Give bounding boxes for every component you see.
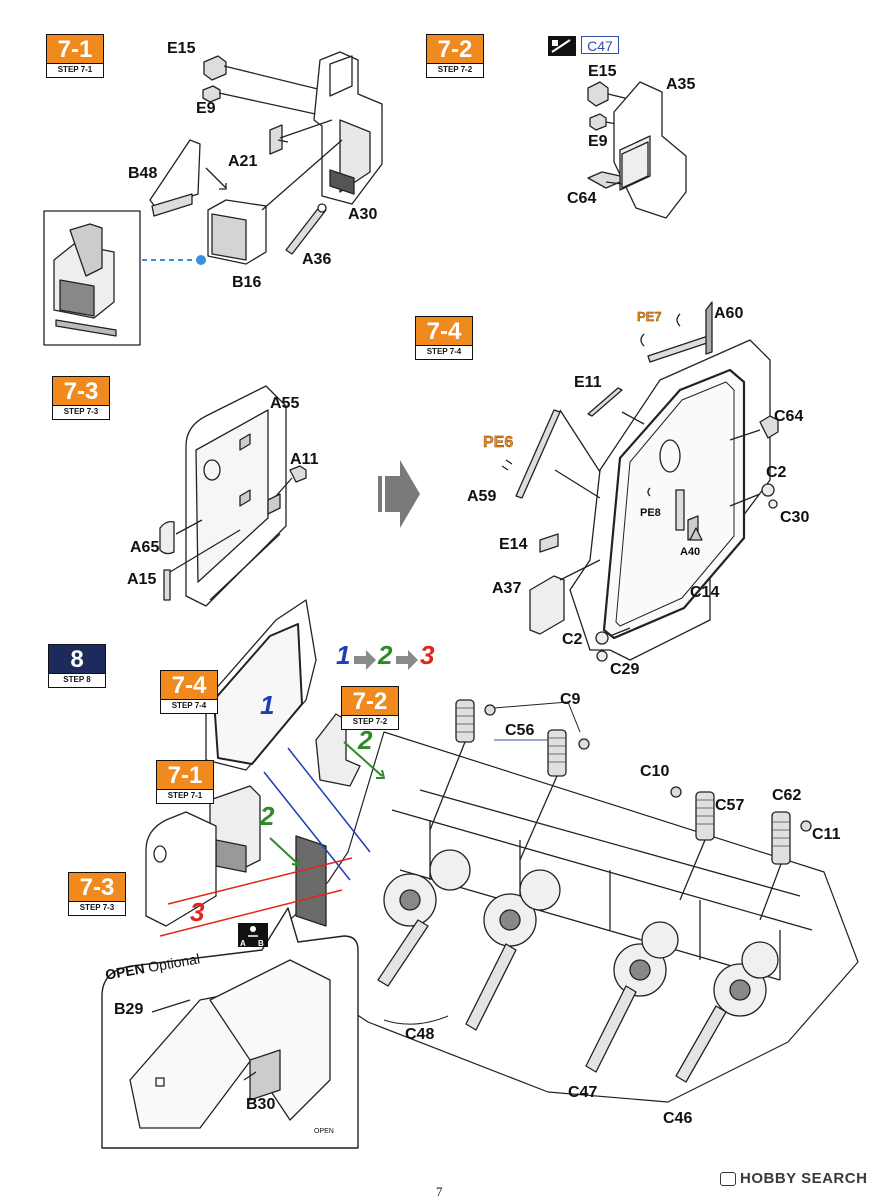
part-label-e9: E9 [588,133,608,150]
step-sublabel: STEP 7-1 [46,64,104,78]
part-label-e15: E15 [588,63,617,80]
part-label-b48: B48 [128,165,158,182]
sequence-2: 2 [378,640,393,670]
watermark: HOBBY SEARCH [720,1170,867,1187]
step-7-3-badge: 7-3 STEP 7-3 [52,376,110,420]
open-small-tag: OPEN [314,1128,334,1135]
part-label-a15: A15 [127,571,157,588]
part-label-e14: E14 [499,536,528,553]
ref-7-1-badge: 7-1 STEP 7-1 [156,760,214,804]
part-label-a11: A11 [290,451,319,468]
part-label-c14: C14 [690,584,720,601]
part-label-c48: C48 [405,1026,435,1043]
step-sublabel: STEP 7-4 [415,346,473,360]
ref-7-3-badge: 7-3 STEP 7-3 [68,872,126,916]
step-7-4-badge: 7-4 STEP 7-4 [415,316,473,360]
step-number: 7-4 [415,316,473,346]
sequence-1-marker: 1 [260,690,275,720]
part-label-c30: C30 [780,509,810,526]
step-8-drawing [145,599,859,1103]
part-label-c2: C2 [766,464,787,481]
part-label-e9: E9 [196,100,216,117]
flow-arrow [374,460,420,528]
part-label-c47: C47 [568,1084,598,1101]
sequence-2-marker: 2 [358,725,373,755]
part-label-e15: E15 [167,40,196,57]
figure-ab-icon [238,923,268,947]
part-label-c56: C56 [505,722,535,739]
page-number: 7 [436,1184,443,1199]
sequence-3-marker: 3 [190,897,205,927]
step-sublabel: STEP 7-3 [52,406,110,420]
ref-7-2-badge: 7-2 STEP 7-2 [341,686,399,730]
step-number: 7-3 [52,376,110,406]
part-label-c9: C9 [560,691,581,708]
part-label-a37: A37 [492,580,522,597]
step-sublabel: STEP 7-3 [68,902,126,916]
step-number: 7-2 [426,34,484,64]
ref-7-4-badge: 7-4 STEP 7-4 [160,670,218,714]
step-sublabel: STEP 7-1 [156,790,214,804]
part-label-pe7: PE7 [637,309,662,324]
sequence-3: 3 [420,640,435,670]
part-label-a59: A59 [467,488,497,505]
step-7-2-drawing [587,81,687,219]
step-number: 8 [48,644,106,674]
part-label-pe6: PE6 [483,434,514,451]
step-7-1-drawing [43,51,383,346]
hobby-search-logo-icon [720,1171,736,1186]
step-number: 7-1 [156,760,214,790]
photo-etch-icon [548,36,576,56]
part-label-e11: E11 [574,374,602,391]
part-label-b29: B29 [114,1001,144,1018]
part-label-c11: C11 [812,826,841,843]
part-label-c64: C64 [567,190,597,207]
part-label-b30: B30 [246,1096,276,1113]
step-number: 7-4 [160,670,218,700]
part-label-a55: A55 [270,395,300,412]
sequence-2-marker: 2 [260,801,275,831]
part-label-pe8: PE8 [640,507,661,519]
c47-callout: C47 [581,36,619,54]
ab-icon-b: B [258,939,264,948]
step-8-badge: 8 STEP 8 [48,644,106,688]
part-label-c64: C64 [774,408,804,425]
part-label-a21: A21 [228,153,258,170]
step-number: 7-3 [68,872,126,902]
step-7-3-drawing [159,385,307,607]
part-label-a36: A36 [302,251,332,268]
part-label-c2: C2 [562,631,583,648]
watermark-text: HOBBY SEARCH [740,1170,868,1187]
open-optional-drawing [101,907,359,1149]
step-7-1-badge: 7-1 STEP 7-1 [46,34,104,78]
part-label-a60: A60 [714,305,744,322]
step-number: 7-1 [46,34,104,64]
step-7-4-drawing [501,301,779,662]
part-label-b16: B16 [232,274,262,291]
step-7-2-badge: 7-2 STEP 7-2 [426,34,484,78]
part-label-c62: C62 [772,787,802,804]
step-sublabel: STEP 7-2 [426,64,484,78]
part-label-c57: C57 [715,797,745,814]
step-number: 7-2 [341,686,399,716]
part-label-a65: A65 [130,539,160,556]
part-label-c29: C29 [610,661,640,678]
step-sublabel: STEP 7-2 [341,716,399,730]
part-label-c10: C10 [640,763,670,780]
part-label-a35: A35 [666,76,696,93]
step-sublabel: STEP 7-4 [160,700,218,714]
sequence-1: 1 [336,640,351,670]
part-label-c46: C46 [663,1110,693,1127]
part-label-a30: A30 [348,206,378,223]
ab-icon-a: A [240,939,246,948]
step-sublabel: STEP 8 [48,674,106,688]
part-label-a40: A40 [680,546,701,558]
